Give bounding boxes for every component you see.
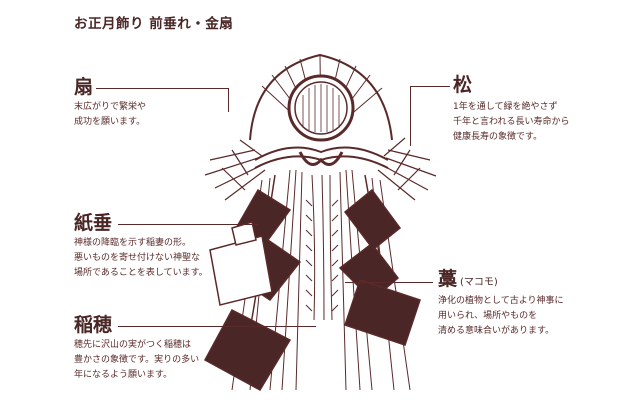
desc-matsu: 1年を通して緑を絶やさず 千年と言われる長い寿命から 健康長寿の象徴です。 xyxy=(453,102,570,142)
page-title: お正月飾り 前垂れ・金扇 xyxy=(74,16,234,32)
leader-line-matsu-v xyxy=(410,86,411,146)
leader-line-shide xyxy=(118,224,258,225)
fan-illustration xyxy=(249,53,393,142)
label-ougi: 扇 xyxy=(74,76,94,98)
desc-wara: 浄化の植物として古より神事に 用いられ、場所やものを 清める意味合いがあります。 xyxy=(438,296,564,336)
leader-line-ougi xyxy=(96,88,228,89)
label-matsu: 松 xyxy=(453,74,473,96)
leader-line-ougi-v xyxy=(228,88,229,112)
leader-line-matsu xyxy=(410,86,450,87)
label-shide: 紙垂 xyxy=(74,212,113,234)
label-wara: 藁(マコモ) xyxy=(438,268,498,290)
desc-inaho: 穂先に沢山の実がつく稲穂は 豊かさの象徴です。実りの多い 年になるよう願います。 xyxy=(74,340,200,380)
leader-line-wara xyxy=(345,282,433,283)
rice-ears xyxy=(305,174,339,321)
leader-line-inaho xyxy=(118,326,316,327)
pine-illustration xyxy=(204,137,437,201)
desc-ougi: 末広がりで繁栄や 成功を願います。 xyxy=(74,102,147,127)
label-inaho: 稲穂 xyxy=(74,314,113,336)
straw-rope xyxy=(254,146,389,169)
shide-paper xyxy=(203,188,421,392)
desc-shide: 神様の降臨を示す稲妻の形。 悪いものを寄せ付けない神聖な 場所であることを表して… xyxy=(74,238,208,278)
